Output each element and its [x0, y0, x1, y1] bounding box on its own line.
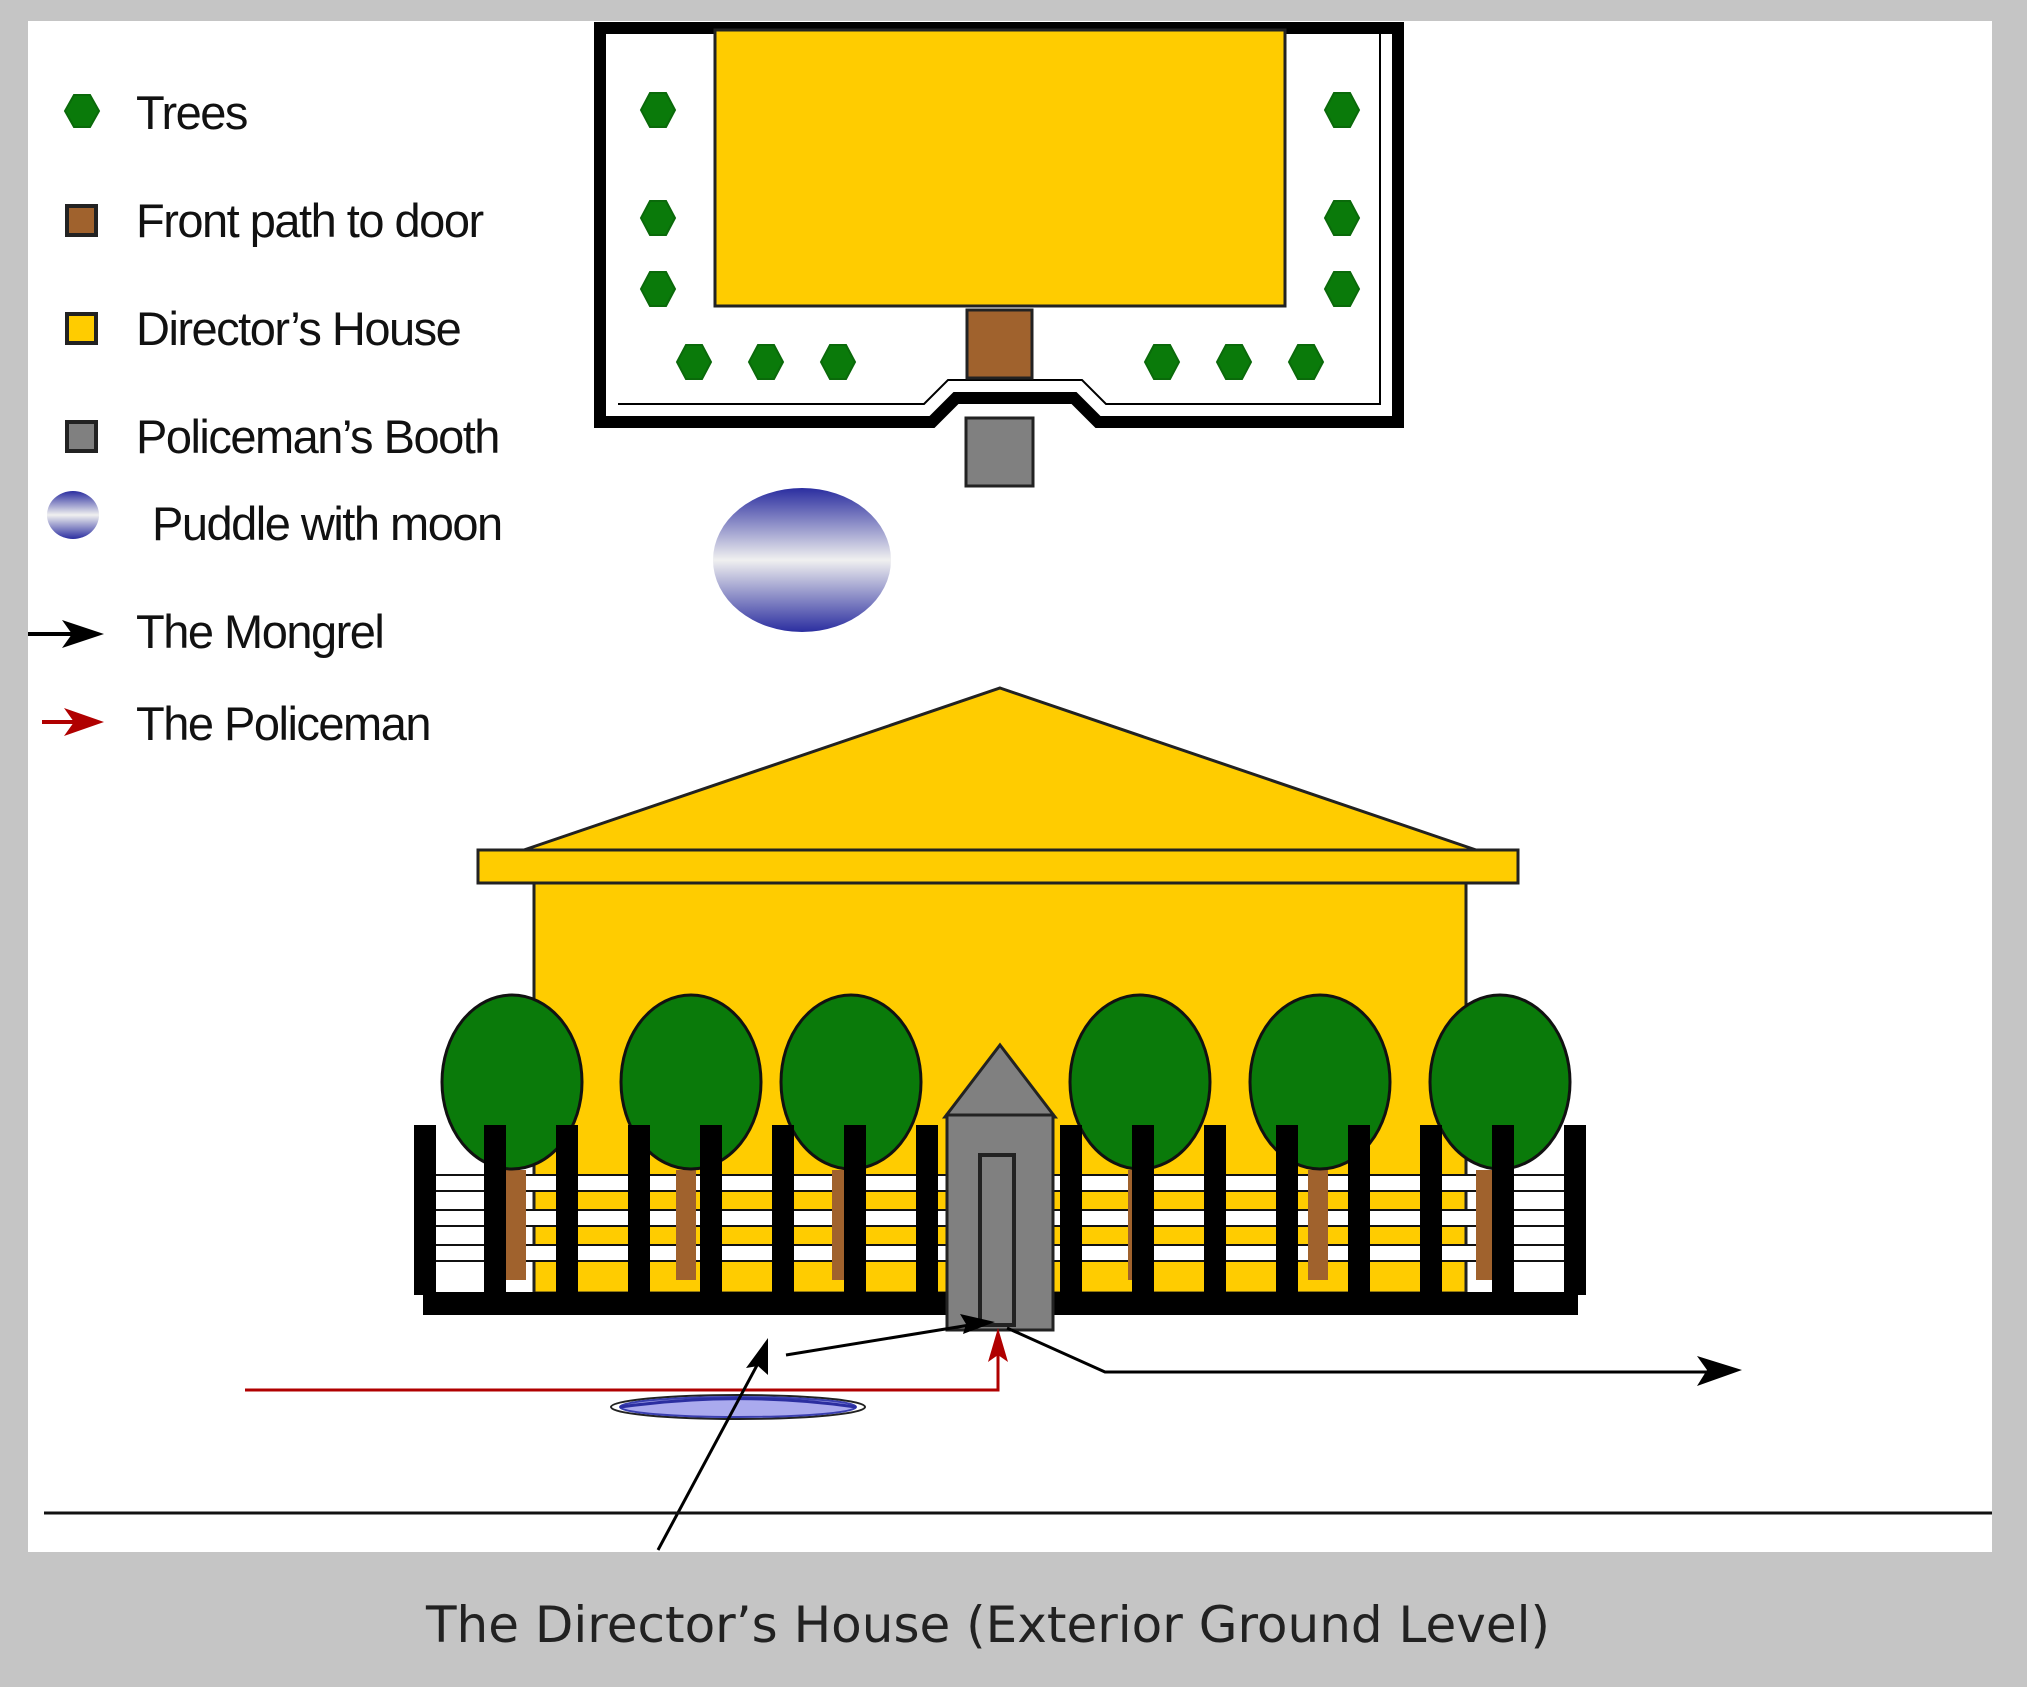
front-path-legend-icon	[65, 204, 98, 237]
plan-tree-icon	[747, 344, 785, 380]
plan-tree-icon	[639, 271, 677, 307]
mongrel-path-arrows	[656, 1314, 1742, 1551]
plan-tree-icon	[1323, 200, 1361, 236]
tree-canopy	[440, 993, 584, 1171]
tree-canopy	[619, 993, 763, 1171]
legend: Trees Front path to door Director’s Hous…	[28, 86, 503, 750]
plan-tree-icon	[1323, 271, 1361, 307]
plan-tree-icon	[819, 344, 857, 380]
puddle-elevation	[610, 1394, 866, 1420]
tree-legend-icon	[63, 94, 101, 128]
plan-tree-icon	[675, 344, 713, 380]
plan-tree-icon	[1143, 344, 1181, 380]
plan-puddle-with-moon	[713, 488, 891, 632]
legend-house-label: Director’s House	[136, 302, 461, 355]
plan-trees	[639, 92, 1361, 380]
plan-boundary-inner-edge	[618, 31, 1381, 405]
plan-tree-icon	[1323, 92, 1361, 128]
elevation-view	[44, 686, 1992, 1551]
fence-posts	[414, 1125, 1586, 1295]
house-legend-icon	[65, 312, 98, 345]
legend-mongrel-label: The Mongrel	[136, 605, 383, 658]
plan-front-path	[965, 308, 1034, 380]
policeman-legend-arrow-icon	[42, 708, 104, 736]
plan-tree-icon	[639, 200, 677, 236]
plan-tree-icon	[1215, 344, 1253, 380]
plan-house	[713, 28, 1287, 308]
policemans-booth-elevation	[941, 1042, 1059, 1332]
booth-legend-icon	[65, 420, 98, 453]
legend-puddle-label: Puddle with moon	[152, 497, 502, 550]
legend-front-path-label: Front path to door	[136, 194, 483, 247]
diagram-caption: The Director’s House (Exterior Ground Le…	[425, 1596, 1550, 1654]
puddle-legend-icon	[47, 491, 99, 539]
mongrel-legend-arrow-icon	[28, 620, 104, 648]
plan-tree-icon	[1287, 344, 1325, 380]
legend-policeman-label: The Policeman	[136, 697, 430, 750]
plan-tree-icon	[639, 92, 677, 128]
plan-policemans-booth	[964, 416, 1035, 488]
policeman-path-arrow	[245, 1328, 1008, 1392]
legend-booth-label: Policeman’s Booth	[136, 410, 499, 463]
plan-view	[594, 22, 1404, 632]
legend-trees-label: Trees	[136, 86, 247, 139]
house-eave	[476, 848, 1520, 885]
